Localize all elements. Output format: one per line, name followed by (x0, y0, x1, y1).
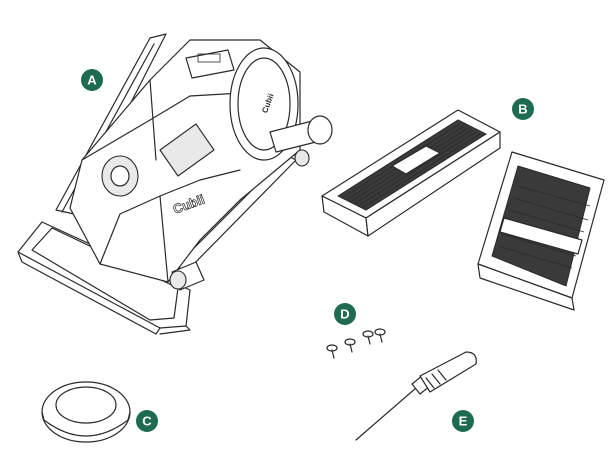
foot-pedals (321, 109, 605, 311)
screw-3 (362, 330, 374, 345)
screw-2 (344, 338, 356, 353)
badge-e: E (452, 410, 474, 432)
badge-d-label: D (340, 307, 349, 322)
badge-a: A (81, 69, 103, 91)
screw-1 (326, 344, 338, 359)
cubii-main-unit (17, 33, 333, 335)
anti-slip-ring (41, 381, 131, 443)
badge-c: C (136, 410, 158, 432)
screwdriver (355, 351, 477, 441)
badge-c-label: C (142, 414, 152, 429)
badge-b: B (512, 98, 534, 120)
pedal-right (477, 151, 605, 311)
badge-d: D (334, 303, 356, 325)
screw-4 (374, 328, 386, 343)
badge-e-label: E (459, 414, 468, 429)
badge-a-label: A (87, 73, 97, 88)
screws (326, 328, 386, 359)
pedal-left (321, 109, 501, 237)
badge-b-label: B (518, 102, 527, 117)
